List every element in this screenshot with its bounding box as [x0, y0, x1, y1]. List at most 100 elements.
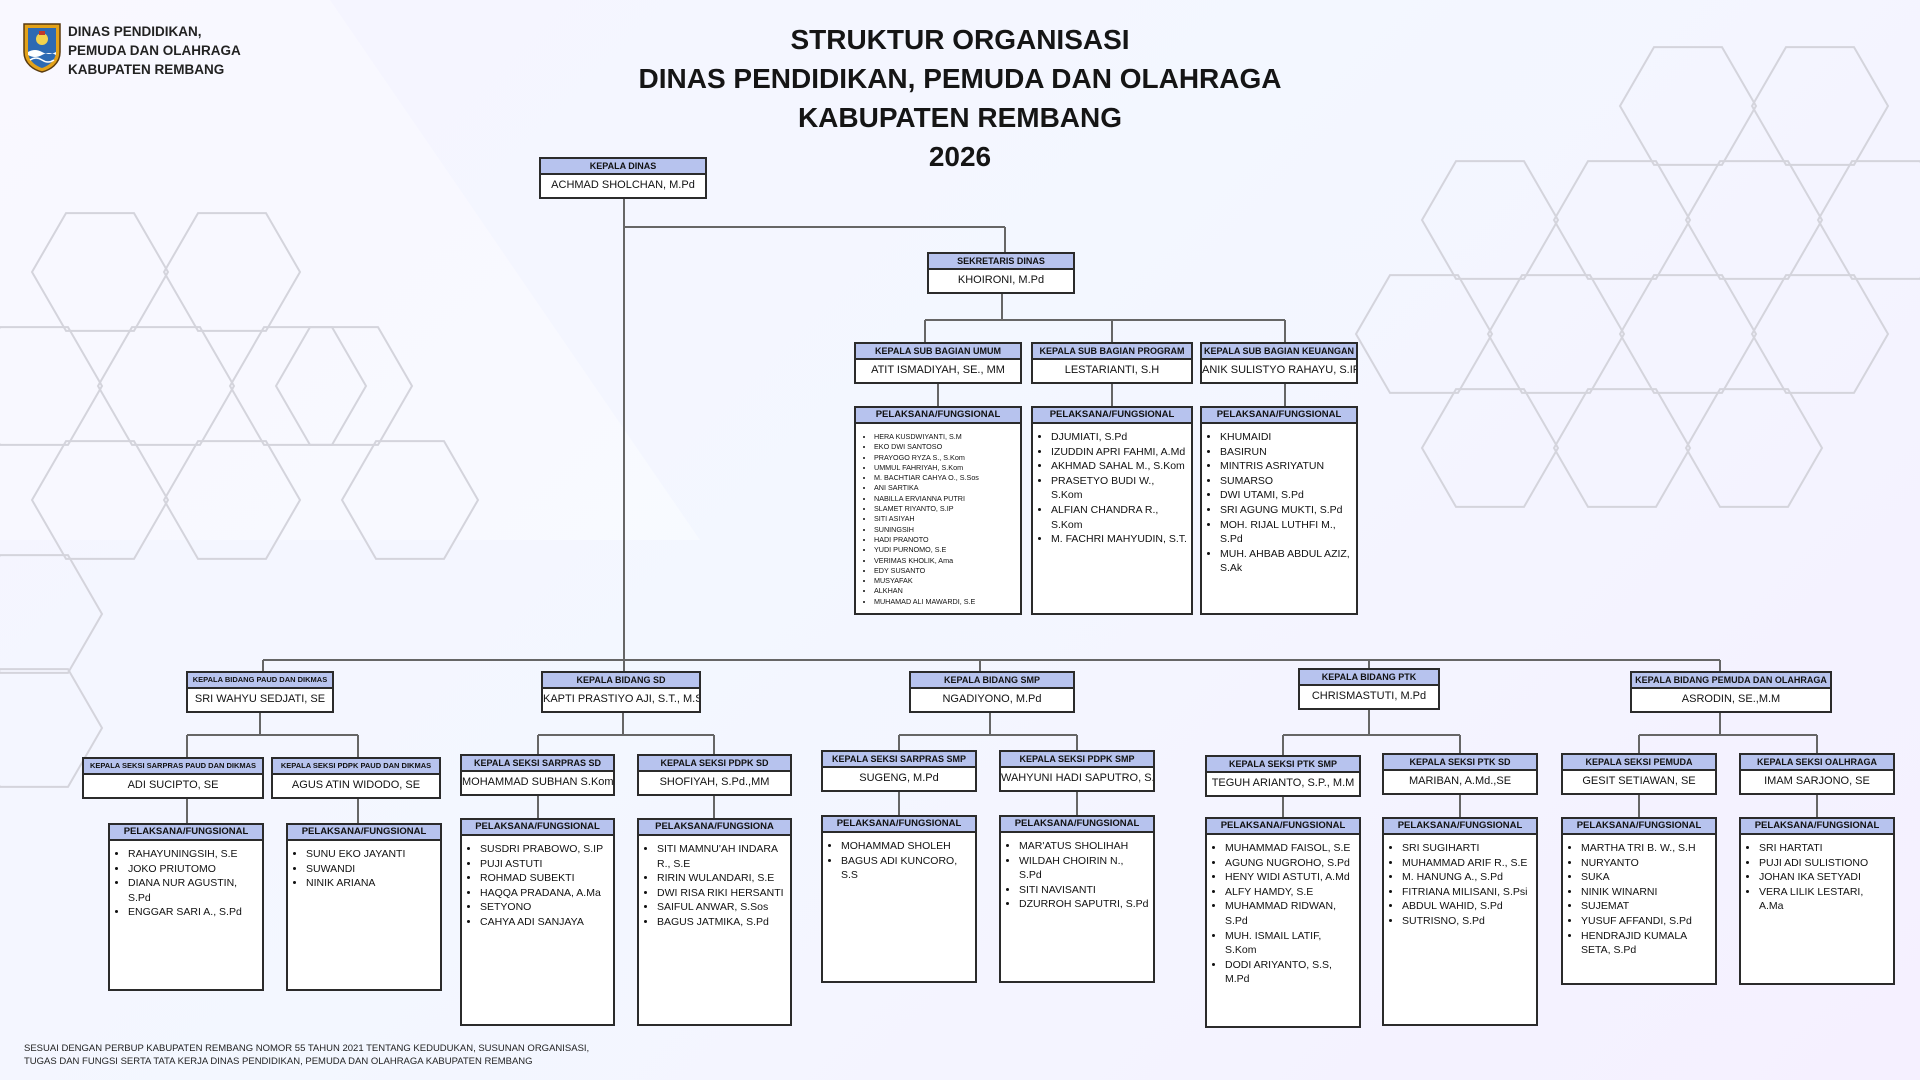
decorative-hexagon — [1552, 160, 1692, 280]
staff-item: DIANA NUR AGUSTIN, S.Pd — [128, 876, 258, 905]
decorative-hexagon — [340, 440, 480, 560]
box-title: KEPALA SUB BAGIAN PROGRAM — [1033, 344, 1191, 360]
box-sekretaris-dinas: SEKRETARIS DINAS KHOIRONI, M.Pd — [927, 252, 1075, 294]
list-title: PELAKSANA/FUNGSIONAL — [823, 817, 975, 833]
background-triangle — [0, 0, 700, 540]
box-sub-bagian-umum: KEPALA SUB BAGIAN UMUM ATIT ISMADIYAH, S… — [854, 342, 1022, 384]
box-title: KEPALA SEKSI PDPK SD — [639, 756, 790, 772]
decorative-hexagon — [162, 440, 302, 560]
staff-item: SUNINGSIH — [874, 525, 1016, 535]
box-name: ASRODIN, SE.,M.M — [1681, 693, 1781, 705]
staff-item: DODI ARIYANTO, S.S, M.Pd — [1225, 958, 1355, 987]
page-title: STRUKTUR ORGANISASI DINAS PENDIDIKAN, PE… — [560, 20, 1360, 176]
staff-list: DJUMIATI, S.PdIZUDDIN APRI FAHMI, A.MdAK… — [1051, 430, 1187, 547]
decorative-hexagon — [30, 440, 170, 560]
decorative-hexagon — [162, 212, 302, 332]
staff-item: SAIFUL ANWAR, S.Sos — [657, 900, 786, 915]
staff-list: RAHAYUNINGSIH, S.EJOKO PRIUTOMODIANA NUR… — [128, 847, 258, 920]
staff-item: NINIK ARIANA — [306, 876, 436, 891]
staff-item: AGUNG NUGROHO, S.Pd — [1225, 856, 1355, 871]
box-seksi-sarpras-smp: KEPALA SEKSI SARPRAS SMP SUGENG, M.Pd — [821, 750, 977, 792]
staff-item: SUNU EKO JAYANTI — [306, 847, 436, 862]
staff-item: ANI SARTIKA — [874, 483, 1016, 493]
legal-basis-footnote: SESUAI DENGAN PERBUP KABUPATEN REMBANG N… — [24, 1042, 589, 1068]
list-title: PELAKSANA/FUNGSIONAL — [856, 408, 1020, 424]
list-title: PELAKSANA/FUNGSIONAL — [1563, 819, 1715, 835]
box-title: KEPALA BIDANG PAUD DAN DIKMAS — [188, 673, 332, 689]
decorative-hexagon — [0, 554, 104, 674]
staff-item: PUJI ADI SULISTIONO — [1759, 856, 1889, 871]
staff-item: SITI ASIYAH — [874, 514, 1016, 524]
box-name: LESTARIANTI, S.H — [1064, 364, 1160, 376]
staff-item: JOHAN IKA SETYADI — [1759, 870, 1889, 885]
staff-item: M. BACHTIAR CAHYA O., S.Sos — [874, 473, 1016, 483]
list-olahraga: PELAKSANA/FUNGSIONAL SRI HARTATIPUJI ADI… — [1739, 817, 1895, 985]
box-name: KAPTI PRASTIYO AJI, S.T., M.Si. — [543, 693, 699, 705]
list-title: PELAKSANA/FUNGSIONA — [639, 820, 790, 836]
staff-list: MOHAMMAD SHOLEHBAGUS ADI KUNCORO, S.S — [841, 839, 971, 883]
box-title: KEPALA SEKSI PDPK SMP — [1001, 752, 1153, 768]
staff-item: WILDAH CHOIRIN N., S.Pd — [1019, 854, 1149, 883]
staff-item: RAHAYUNINGSIH, S.E — [128, 847, 258, 862]
box-bidang-ptk: KEPALA BIDANG PTK CHRISMASTUTI, M.Pd — [1298, 668, 1440, 710]
staff-list: HERA KUSDWIYANTI, S.MEKO DWI SANTOSOPRAY… — [874, 432, 1016, 607]
box-seksi-pdpk-paud: KEPALA SEKSI PDPK PAUD DAN DIKMAS AGUS A… — [271, 757, 441, 799]
box-kepala-dinas: KEPALA DINAS ACHMAD SHOLCHAN, M.Pd — [539, 157, 707, 199]
staff-item: VERIMAS KHOLIK, Ama — [874, 556, 1016, 566]
staff-item: SETYONO — [480, 900, 609, 915]
box-bidang-paud-dikmas: KEPALA BIDANG PAUD DAN DIKMAS SRI WAHYU … — [186, 671, 334, 713]
list-sd-pdpk: PELAKSANA/FUNGSIONA SITI MAMNU'AH INDARA… — [637, 818, 792, 1026]
staff-item: SLAMET RIYANTO, S.IP — [874, 504, 1016, 514]
decorative-hexagon — [274, 326, 414, 446]
box-name: ACHMAD SHOLCHAN, M.Pd — [551, 179, 695, 191]
decorative-hexagon — [0, 326, 104, 446]
title-line-3: KABUPATEN REMBANG — [797, 102, 1123, 133]
box-title: KEPALA BIDANG PTK — [1300, 670, 1438, 686]
staff-item: HAQQA PRADANA, A.Ma — [480, 886, 609, 901]
box-seksi-pdpk-smp: KEPALA SEKSI PDPK SMP WAHYUNI HADI SAPUT… — [999, 750, 1155, 792]
staff-item: MUHAMAD ALI MAWARDI, S.E — [874, 597, 1016, 607]
list-title: PELAKSANA/FUNGSIONAL — [1207, 819, 1359, 835]
box-name: ADI SUCIPTO, SE — [127, 779, 219, 791]
box-name: MOHAMMAD SUBHAN S.Kom — [462, 776, 613, 788]
staff-item: ROHMAD SUBEKTI — [480, 871, 609, 886]
box-name: ANIK SULISTYO RAHAYU, S.IP — [1202, 364, 1356, 376]
box-title: KEPALA BIDANG PEMUDA DAN OLAHRAGA — [1632, 673, 1830, 689]
staff-item: SUMARSO — [1220, 474, 1352, 489]
staff-item: HENY WIDI ASTUTI, A.Md — [1225, 870, 1355, 885]
staff-item: VERA LILIK LESTARI, A.Ma — [1759, 885, 1889, 914]
staff-item: PRAYOGO RYZA S., S.Kom — [874, 453, 1016, 463]
staff-item: SUJEMAT — [1581, 899, 1711, 914]
staff-item: NURYANTO — [1581, 856, 1711, 871]
staff-item: SRI AGUNG MUKTI, S.Pd — [1220, 503, 1352, 518]
box-name: KHOIRONI, M.Pd — [957, 274, 1045, 286]
staff-item: HERA KUSDWIYANTI, S.M — [874, 432, 1016, 442]
list-ptk-sd: PELAKSANA/FUNGSIONAL SRI SUGIHARTIMUHAMM… — [1382, 817, 1538, 1026]
staff-item: SITI MAMNU'AH INDARA R., S.E — [657, 842, 786, 871]
staff-item: RIRIN WULANDARI, S.E — [657, 871, 786, 886]
list-paud-pdpk: PELAKSANA/FUNGSIONAL SUNU EKO JAYANTISUW… — [286, 823, 442, 991]
box-bidang-smp: KEPALA BIDANG SMP NGADIYONO, M.Pd — [909, 671, 1075, 713]
title-line-4: 2026 — [928, 141, 992, 172]
decorative-hexagon — [1750, 46, 1890, 166]
staff-item: ENGGAR SARI A., S.Pd — [128, 905, 258, 920]
staff-item: PUJI ASTUTI — [480, 857, 609, 872]
staff-list: SRI HARTATIPUJI ADI SULISTIONOJOHAN IKA … — [1759, 841, 1889, 914]
staff-list: SITI MAMNU'AH INDARA R., S.ERIRIN WULAND… — [657, 842, 786, 930]
staff-item: MOHAMMAD SHOLEH — [841, 839, 971, 854]
box-seksi-pemuda: KEPALA SEKSI PEMUDA GESIT SETIAWAN, SE — [1561, 753, 1717, 795]
footnote-line-1: SESUAI DENGAN PERBUP KABUPATEN REMBANG N… — [24, 1043, 590, 1054]
decorative-hexagon — [0, 668, 104, 788]
staff-item: KHUMAIDI — [1220, 430, 1352, 445]
decorative-hexagon — [1816, 160, 1920, 280]
staff-item: AKHMAD SAHAL M., S.Kom — [1051, 459, 1187, 474]
staff-list: MUHAMMAD FAISOL, S.EAGUNG NUGROHO, S.PdH… — [1225, 841, 1355, 987]
staff-item: BASIRUN — [1220, 445, 1352, 460]
box-title: KEPALA SEKSI PTK SMP — [1207, 757, 1359, 773]
staff-item: EKO DWI SANTOSO — [874, 442, 1016, 452]
box-title: KEPALA SEKSI SARPRAS SMP — [823, 752, 975, 768]
box-bidang-pemuda-olahraga: KEPALA BIDANG PEMUDA DAN OLAHRAGA ASRODI… — [1630, 671, 1832, 713]
staff-item: DJUMIATI, S.Pd — [1051, 430, 1187, 445]
